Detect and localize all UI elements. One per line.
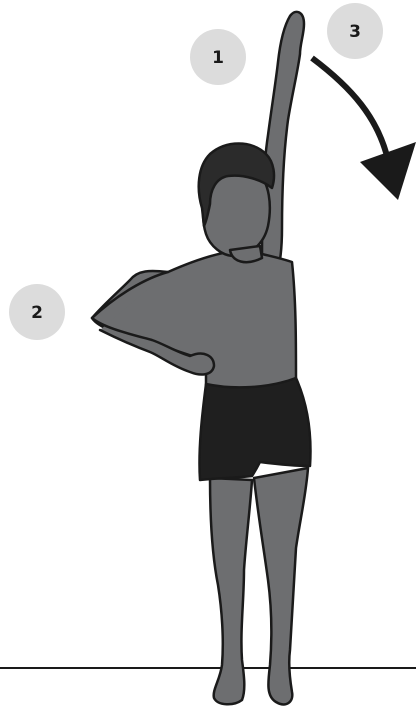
step-number-2: 2 xyxy=(31,303,43,323)
left-leg xyxy=(210,478,252,704)
curved-arrow-icon xyxy=(312,58,416,200)
person-figure xyxy=(92,12,310,705)
neck xyxy=(230,246,262,262)
step-badge-2: 2 xyxy=(9,284,65,340)
step-number-1: 1 xyxy=(212,48,224,68)
step-number-3: 3 xyxy=(349,22,361,42)
raised-arm xyxy=(262,12,304,270)
step-badge-3: 3 xyxy=(327,3,383,59)
shorts xyxy=(199,378,310,480)
step-badge-1: 1 xyxy=(190,29,246,85)
